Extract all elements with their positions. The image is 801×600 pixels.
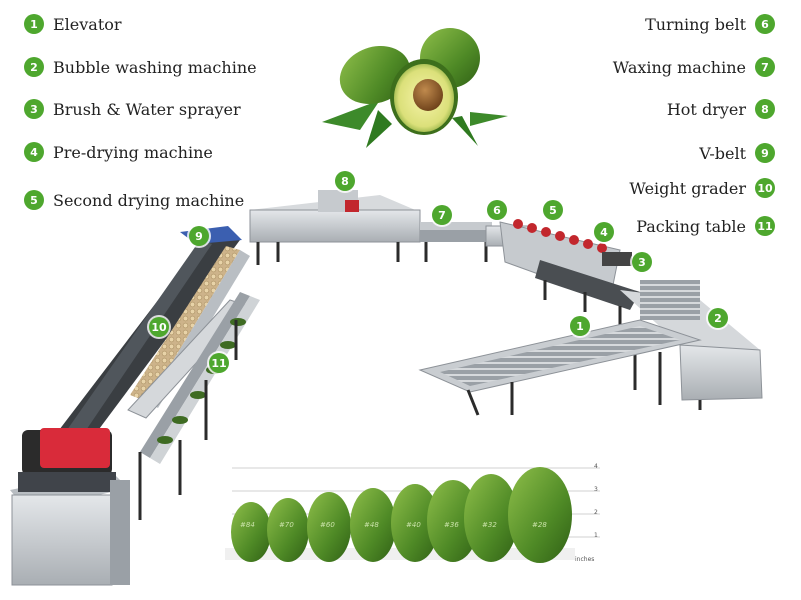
legend-label: Second drying machine [53, 190, 245, 210]
marker-turning-belt: 6 [487, 200, 507, 220]
legend-badge: 3 [24, 99, 44, 119]
legend-badge: 9 [755, 143, 775, 163]
axis-unit-label: inches [575, 556, 595, 563]
legend-label: Weight grader [629, 178, 746, 198]
legend-label: Elevator [53, 14, 122, 34]
marker-elevator: 1 [570, 316, 590, 336]
legend-badge: 8 [755, 99, 775, 119]
legend-label: Brush & Water sprayer [53, 99, 241, 119]
control-cabinet [10, 428, 130, 586]
legend-label: Turning belt [645, 14, 746, 34]
marker-brush-sprayer: 3 [632, 252, 652, 272]
legend-label: Pre-drying machine [53, 142, 213, 162]
avocado-size-36 [427, 480, 479, 562]
legend-item-v-belt: 9 V-belt [699, 143, 775, 163]
avocado-size-70 [267, 498, 309, 562]
legend-item-weight-grader: 10 Weight grader [629, 178, 775, 198]
marker-packing-table: 11 [209, 353, 229, 373]
marker-v-belt: 9 [189, 226, 209, 246]
marker-waxing: 7 [432, 205, 452, 225]
legend-item-waxing: 7 Waxing machine [613, 57, 775, 77]
avocado-size-48 [350, 488, 396, 562]
legend-badge: 1 [24, 14, 44, 34]
axis-tick-3: 3 [594, 486, 598, 493]
size-label-60: #60 [320, 521, 335, 529]
avocado-size-60 [307, 492, 351, 562]
marker-pre-drying: 4 [594, 222, 614, 242]
legend-badge: 2 [24, 57, 44, 77]
axis-tick-4: 4 [594, 463, 598, 470]
size-label-32: #32 [482, 521, 497, 529]
avocado-size-28 [508, 467, 572, 563]
right-row-machines [418, 219, 763, 416]
legend-item-hot-dryer: 8 Hot dryer [667, 99, 775, 119]
avocado-size-84 [231, 502, 271, 562]
size-label-70: #70 [279, 521, 294, 529]
legend-item-second-drying: 5 Second drying machine [24, 190, 244, 210]
legend-badge: 7 [755, 57, 775, 77]
size-label-84: #84 [240, 521, 255, 529]
size-label-48: #48 [364, 521, 379, 529]
legend-item-turning-belt: 6 Turning belt [645, 14, 775, 34]
legend-item-brush-sprayer: 3 Brush & Water sprayer [24, 99, 241, 119]
avocado-size-40 [391, 484, 439, 562]
legend-label: Hot dryer [666, 99, 746, 119]
size-chart [225, 467, 600, 563]
legend-badge: 11 [755, 216, 775, 236]
legend-item-pre-drying: 4 Pre-drying machine [24, 142, 213, 162]
legend-badge: 5 [24, 190, 44, 210]
marker-bubble-washer: 2 [708, 308, 728, 328]
marker-weight-grader: 10 [149, 317, 169, 337]
axis-tick-2: 2 [594, 509, 598, 516]
legend-label: Bubble washing machine [53, 57, 257, 77]
marker-second-drying: 5 [543, 200, 563, 220]
size-chart-avocados [231, 467, 572, 563]
legend-label: Packing table [636, 216, 746, 236]
marker-hot-dryer: 8 [335, 171, 355, 191]
hero-avocados [322, 28, 508, 148]
size-label-28: #28 [532, 521, 547, 529]
avocado-size-32 [464, 474, 518, 562]
legend-badge: 10 [755, 178, 775, 198]
size-label-40: #40 [406, 521, 421, 529]
legend-badge: 4 [24, 142, 44, 162]
axis-tick-1: 1 [594, 532, 598, 539]
legend-label: V-belt [699, 143, 746, 163]
legend-item-elevator: 1 Elevator [24, 14, 122, 34]
legend-item-bubble-washer: 2 Bubble washing machine [24, 57, 257, 77]
legend-label: Waxing machine [612, 57, 746, 77]
size-label-36: #36 [444, 521, 459, 529]
legend-item-packing-table: 11 Packing table [636, 216, 775, 236]
legend-badge: 6 [755, 14, 775, 34]
